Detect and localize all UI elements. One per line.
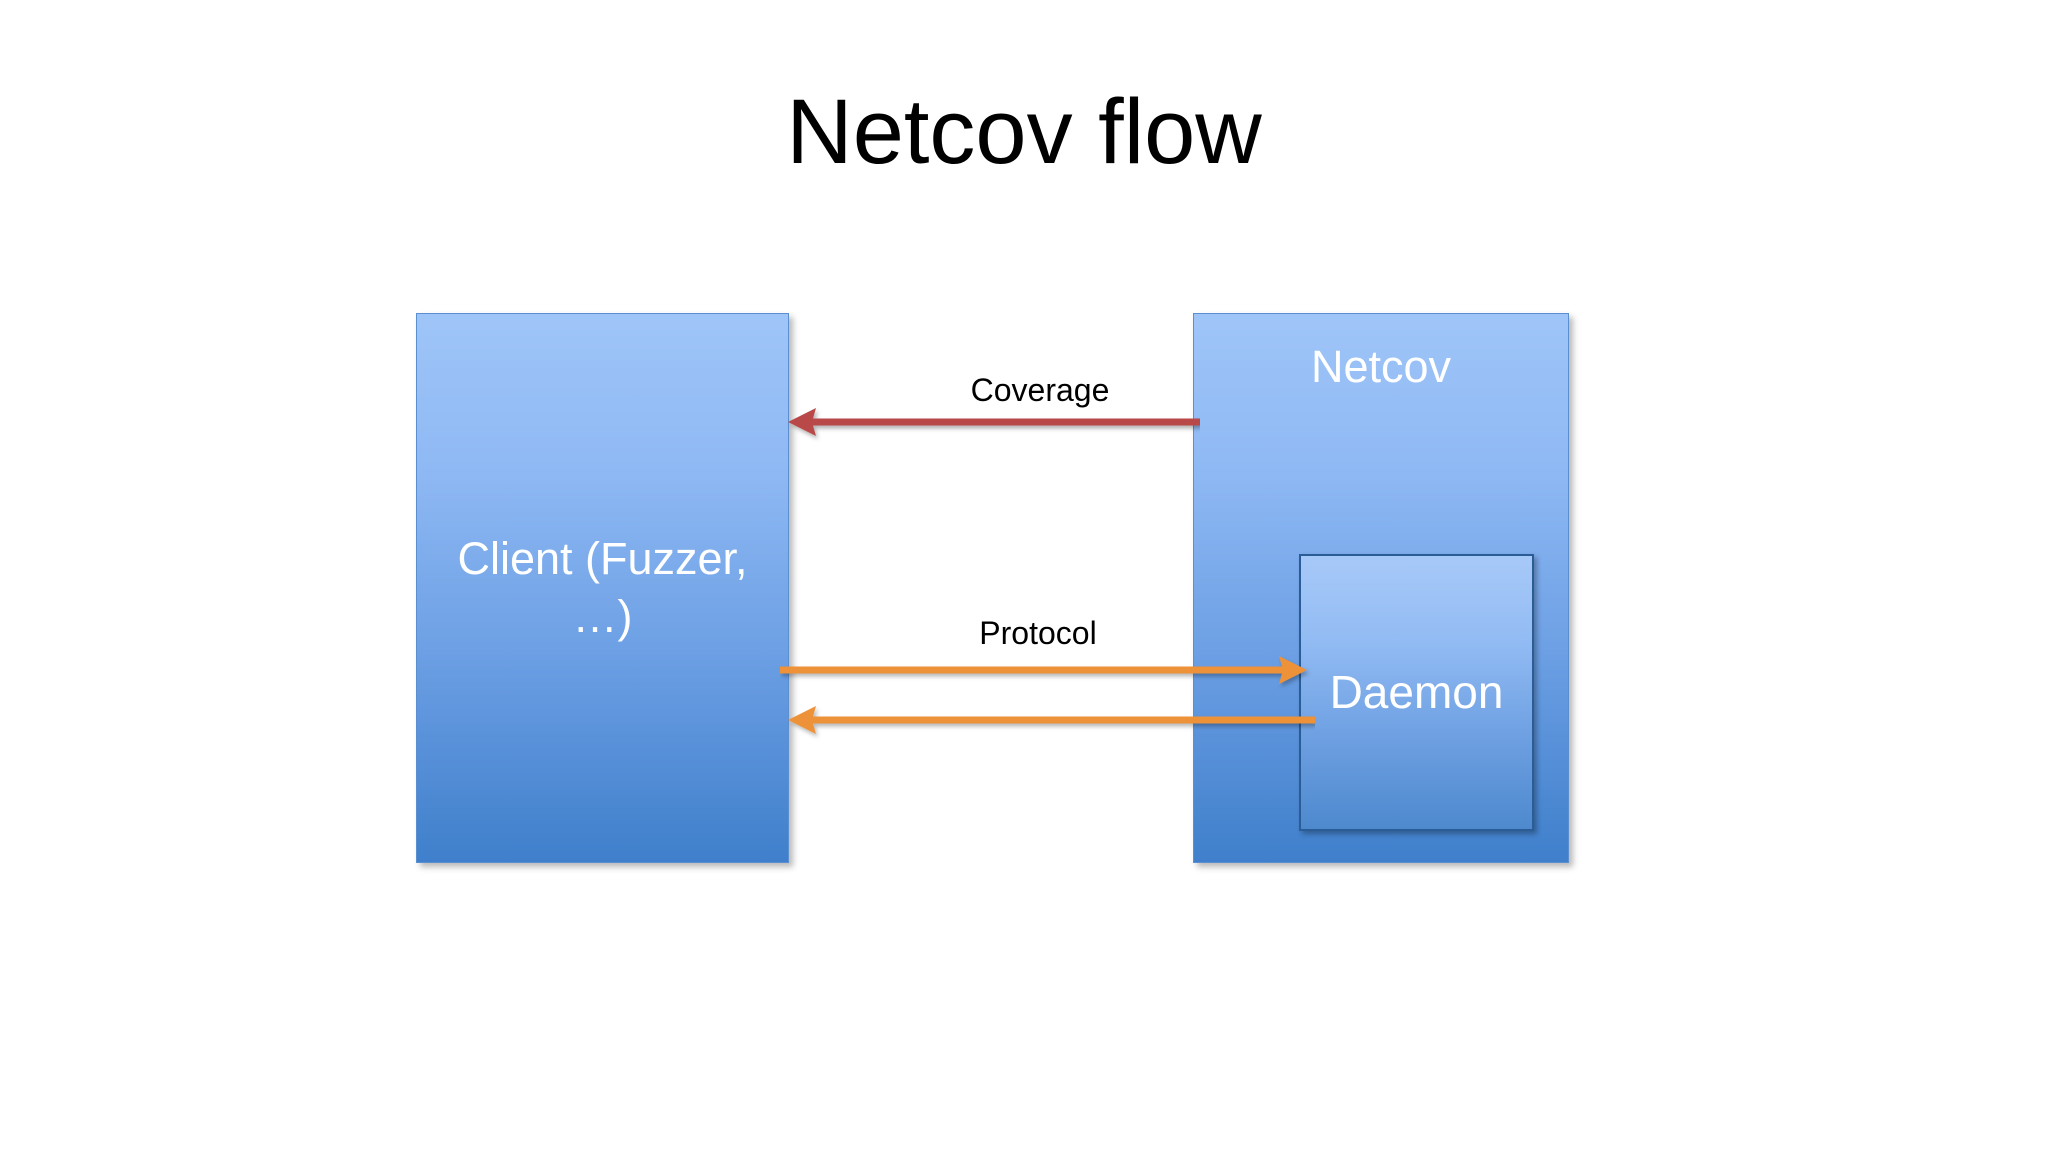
protocol-response-arrow-head: [788, 706, 816, 734]
protocol-request-arrow-head: [1279, 656, 1307, 684]
page-title: Netcov flow: [786, 81, 1262, 183]
node-client[interactable]: Client (Fuzzer, …): [416, 313, 789, 863]
connector-coverage-arrow[interactable]: [780, 400, 1200, 444]
connector-protocol-response-arrow[interactable]: [780, 698, 1315, 742]
node-netcov-label: Netcov: [1310, 341, 1452, 392]
node-client-label: Client (Fuzzer, …): [457, 533, 748, 642]
node-daemon-label: Daemon: [1329, 666, 1504, 719]
connector-coverage-label: Coverage: [970, 372, 1110, 408]
connector-protocol-label: Protocol: [979, 615, 1097, 651]
node-daemon[interactable]: Daemon: [1299, 554, 1534, 831]
coverage-arrow-head: [788, 408, 816, 436]
connector-protocol-request-arrow[interactable]: [780, 648, 1315, 692]
